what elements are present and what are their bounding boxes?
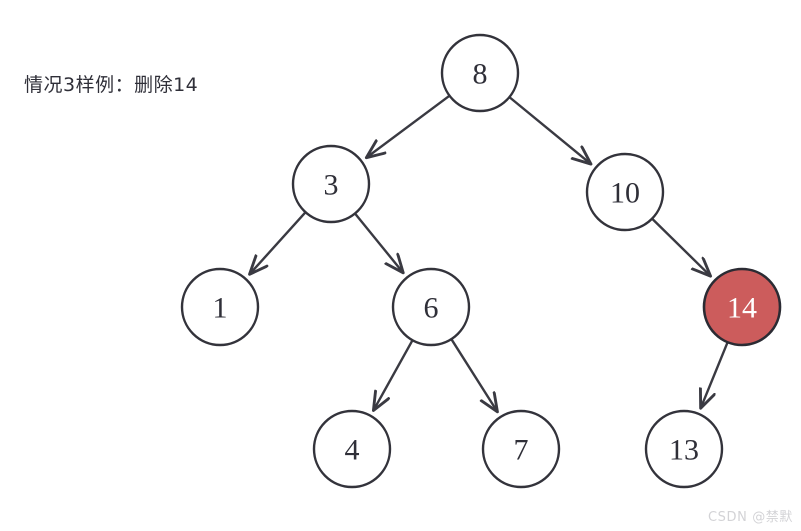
diagram-caption: 情况3样例：删除14 bbox=[24, 74, 199, 96]
tree-edge bbox=[250, 211, 307, 274]
node-circle[interactable] bbox=[291, 144, 371, 224]
tree-nodes: 8 3 10 1 6 14 4 7 13 bbox=[180, 33, 782, 489]
node-circle[interactable] bbox=[180, 267, 260, 347]
tree-node-3[interactable]: 3 bbox=[291, 144, 371, 224]
node-value-label: 10 bbox=[610, 177, 640, 210]
node-value-label: 7 bbox=[514, 434, 529, 467]
node-value-label: 1 bbox=[213, 292, 228, 325]
tree-edge bbox=[354, 213, 403, 272]
node-circle[interactable] bbox=[644, 409, 724, 489]
node-circle[interactable] bbox=[440, 33, 520, 113]
tree-node-1[interactable]: 1 bbox=[180, 267, 260, 347]
tree-edges bbox=[250, 95, 729, 411]
tree-node-13[interactable]: 13 bbox=[644, 409, 724, 489]
tree-edge bbox=[450, 338, 497, 411]
node-value-label: 6 bbox=[424, 292, 439, 325]
tree-node-8[interactable]: 8 bbox=[440, 33, 520, 113]
tree-node-7[interactable]: 7 bbox=[481, 409, 561, 489]
tree-edge bbox=[374, 339, 414, 410]
node-circle[interactable] bbox=[585, 152, 665, 232]
node-value-label: 13 bbox=[669, 434, 699, 467]
tree-edge bbox=[367, 95, 450, 157]
tree-edge bbox=[508, 96, 590, 164]
watermark: CSDN @禁默 bbox=[708, 510, 793, 525]
node-value-label: 8 bbox=[473, 58, 488, 91]
node-circle[interactable] bbox=[481, 409, 561, 489]
tree-edge bbox=[651, 218, 710, 275]
node-circle-highlighted[interactable] bbox=[702, 267, 782, 347]
node-value-label: 3 bbox=[324, 169, 339, 202]
node-circle[interactable] bbox=[391, 267, 471, 347]
tree-node-14[interactable]: 14 bbox=[702, 267, 782, 347]
tree-edge bbox=[701, 341, 729, 407]
tree-node-4[interactable]: 4 bbox=[312, 409, 392, 489]
node-value-label: 4 bbox=[345, 434, 360, 467]
tree-node-10[interactable]: 10 bbox=[585, 152, 665, 232]
tree-node-6[interactable]: 6 bbox=[391, 267, 471, 347]
node-circle[interactable] bbox=[312, 409, 392, 489]
node-value-label: 14 bbox=[727, 292, 757, 325]
